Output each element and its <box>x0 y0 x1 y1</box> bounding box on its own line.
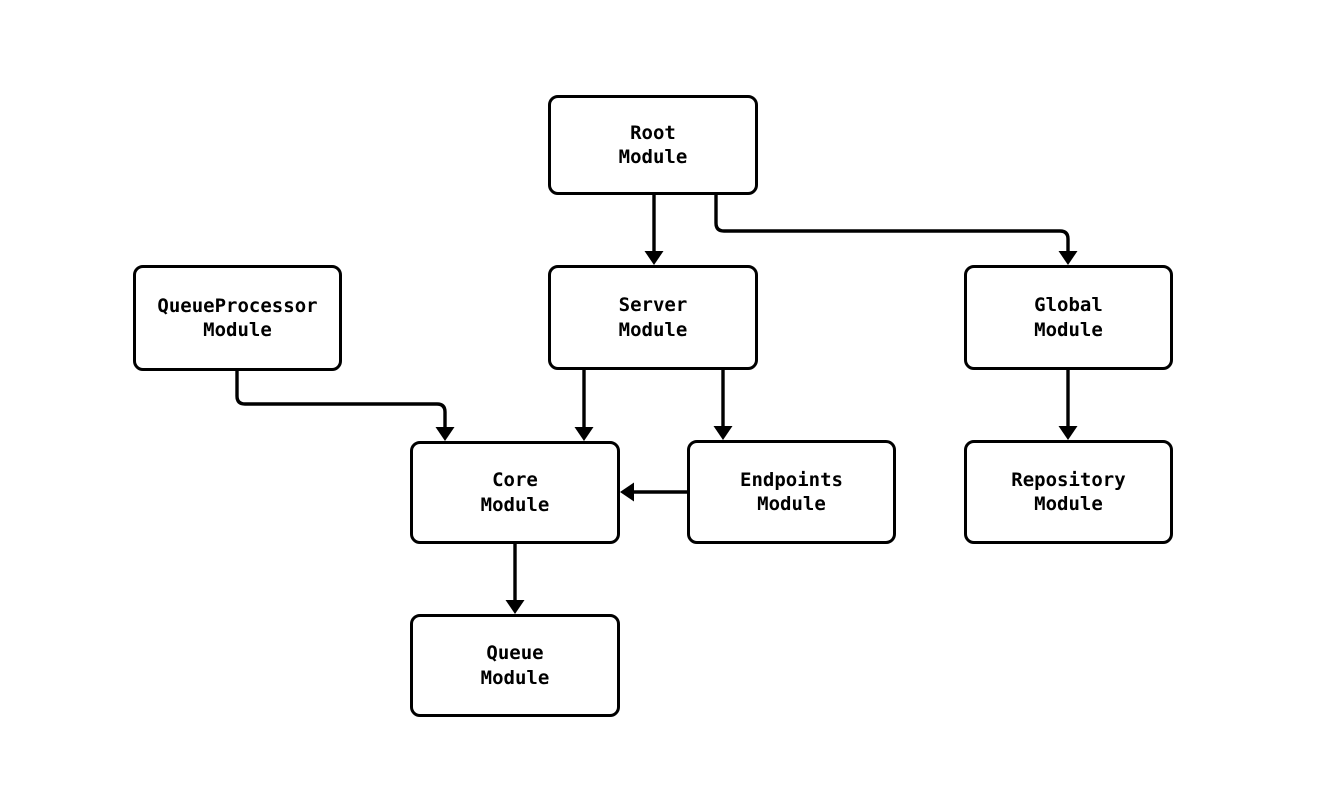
node-global-label: Global Module <box>1034 294 1103 341</box>
arrowhead-server-to-endpoints <box>713 426 733 440</box>
node-queueprocessor[interactable]: QueueProcessor Module <box>133 265 342 371</box>
arrowhead-queueprocessor-to-core <box>435 427 455 441</box>
node-queue[interactable]: Queue Module <box>410 614 620 717</box>
node-core[interactable]: Core Module <box>410 441 620 544</box>
node-server-label: Server Module <box>618 294 688 341</box>
arrowhead-global-to-repository <box>1058 426 1078 440</box>
node-server[interactable]: Server Module <box>548 265 758 370</box>
node-queue-label: Queue Module <box>480 642 550 689</box>
node-repository-label: Repository Module <box>1011 468 1126 515</box>
node-global[interactable]: Global Module <box>964 265 1173 370</box>
edge-root-to-global <box>714 195 1070 258</box>
node-core-label: Core Module <box>480 469 550 516</box>
arrowhead-server-to-core <box>574 427 594 441</box>
node-endpoints[interactable]: Endpoints Module <box>687 440 896 544</box>
node-repository[interactable]: Repository Module <box>964 440 1173 544</box>
node-queueprocessor-label: QueueProcessor Module <box>157 294 318 341</box>
node-root-label: Root Module <box>618 121 688 168</box>
node-root[interactable]: Root Module <box>548 95 758 195</box>
arrowhead-root-to-server <box>644 251 664 265</box>
edge-queueprocessor-to-core <box>235 371 447 434</box>
arrowhead-endpoints-to-core <box>620 482 634 502</box>
arrowhead-core-to-queue <box>505 600 525 614</box>
node-endpoints-label: Endpoints Module <box>740 468 843 515</box>
arrowhead-root-to-global <box>1058 251 1078 265</box>
